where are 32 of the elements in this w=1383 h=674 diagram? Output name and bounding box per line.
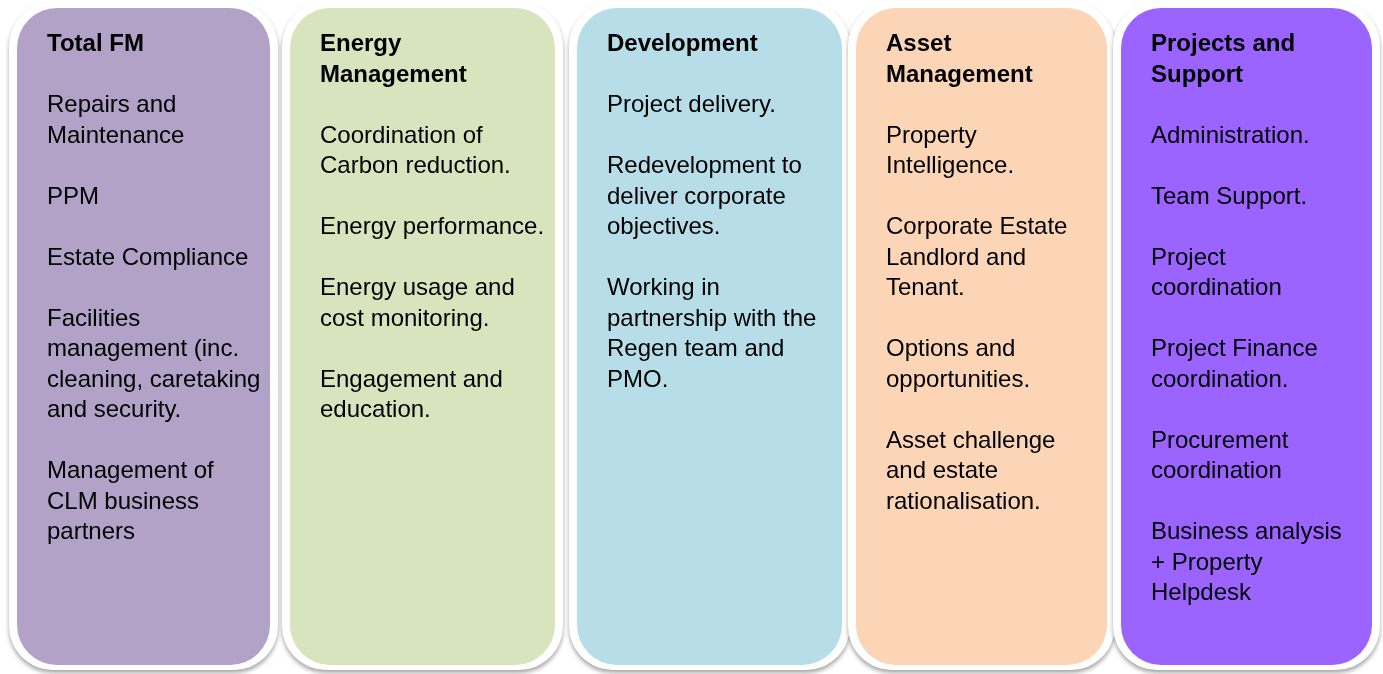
column-heading: Development (607, 28, 759, 58)
service-item: Options and opportunities. (886, 333, 1032, 394)
service-item: Project delivery. (607, 89, 777, 119)
service-item: Administration. (1151, 119, 1311, 150)
service-item: Working in partnership with the Regen team and PMO. (607, 272, 818, 394)
column-heading: Projects and Support (1151, 28, 1297, 89)
column-heading: Asset Management (886, 28, 1034, 89)
column-panel (1121, 8, 1372, 665)
service-item: Procurement coordination (1151, 424, 1290, 485)
column-panel (856, 8, 1107, 665)
service-item: Facilities management (inc. cleaning, caretaking and security. (47, 302, 262, 424)
service-item: Business analysis + Property Helpdesk (1151, 516, 1343, 607)
service-item: Project Finance coordination. (1151, 333, 1319, 394)
service-item: Redevelopment to deliver corporate objectives. (607, 150, 803, 241)
service-item: Property Intelligence. (886, 119, 1016, 180)
column-heading: Total FM (47, 28, 145, 58)
service-item: Estate Compliance (47, 241, 250, 272)
service-item: Management of CLM business partners (47, 455, 215, 546)
service-item: Coordination of Carbon reduction. (320, 119, 512, 180)
column-panel (577, 8, 842, 665)
column-panel (290, 8, 555, 665)
service-item: Energy performance. (320, 211, 545, 241)
column-panel (17, 8, 270, 665)
service-item: Team Support. (1151, 180, 1309, 211)
service-item: Engagement and education. (320, 363, 504, 424)
service-item: Asset challenge and estate rationalisation. (886, 424, 1057, 516)
service-item: PPM (47, 180, 100, 211)
column-heading: Energy Management (320, 28, 468, 89)
service-item: Corporate Estate Landlord and Tenant. (886, 211, 1069, 302)
service-item: Energy usage and cost monitoring. (320, 272, 516, 333)
service-item: Project coordination (1151, 241, 1283, 302)
service-item: Repairs and Maintenance (47, 89, 186, 150)
